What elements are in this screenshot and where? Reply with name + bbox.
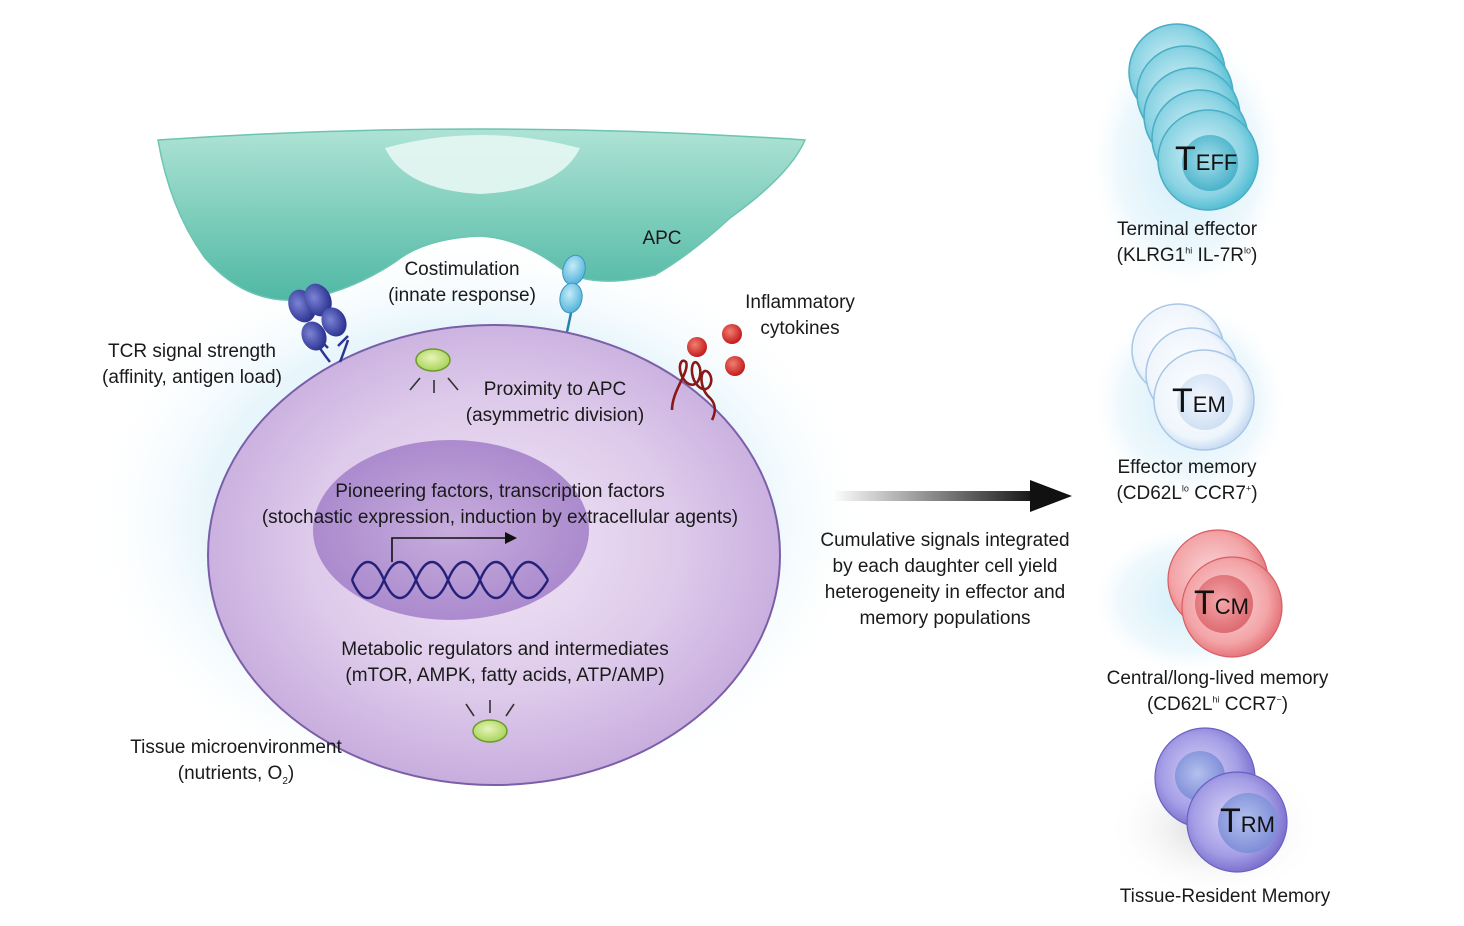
cytokines-title: Inflammatory [745, 292, 855, 313]
tem-name: Effector memory (CD62Llo CCR7+) [1062, 455, 1312, 507]
proximity-signal-icon [409, 348, 459, 393]
outcome-line-2: by each daughter cell yield [832, 556, 1058, 577]
trm-cells [1105, 727, 1325, 900]
teff-markers: (KLRG1hi IL-7Rlo) [1116, 245, 1258, 266]
tcm-cells [1090, 525, 1290, 675]
transcription-title: Pioneering factors, transcription factor… [335, 481, 665, 502]
apc-label: APC [642, 228, 682, 249]
tcm-name: Central/long-lived memory (CD62Lhi CCR7−… [1080, 666, 1355, 718]
teff-cells [1088, 23, 1288, 293]
metabolic-detail: (mTOR, AMPK, fatty acids, ATP/AMP) [345, 665, 665, 686]
tem-title: Effector memory [1117, 457, 1257, 478]
teff-name: Terminal effector (KLRG1hi IL-7Rlo) [1062, 217, 1312, 269]
proximity-label: Proximity to APC (asymmetric division) [440, 377, 670, 429]
tem-markers: (CD62Llo CCR7+) [1116, 483, 1258, 504]
tcr-label: TCR signal strength (affinity, antigen l… [72, 339, 312, 391]
tem-cell-label: TEM [1172, 382, 1226, 420]
proximity-title: Proximity to APC [483, 379, 627, 400]
costimulation-label: Costimulation (innate response) [352, 257, 572, 309]
trm-cell-label: TRM [1220, 802, 1275, 840]
cytokines-detail: cytokines [760, 318, 840, 339]
tcr-detail: (affinity, antigen load) [102, 367, 282, 388]
transcription-label: Pioneering factors, transcription factor… [210, 479, 790, 531]
proximity-detail: (asymmetric division) [465, 405, 645, 426]
outcome-line-1: Cumulative signals integrated [820, 530, 1070, 551]
trm-name: Tissue-Resident Memory [1090, 884, 1360, 910]
costimulation-detail: (innate response) [388, 285, 536, 306]
apc-cell [157, 128, 807, 302]
tissue-detail: (nutrients, O2) [177, 763, 295, 787]
integration-arrow [832, 480, 1072, 512]
teff-cell-label: TEFF [1175, 140, 1238, 178]
tissue-title: Tissue microenvironment [130, 737, 342, 758]
cytokine-icon [670, 324, 745, 421]
metabolic-label: Metabolic regulators and intermediates (… [300, 637, 710, 689]
tem-cells [1090, 300, 1290, 505]
transcription-detail: (stochastic expression, induction by ext… [261, 507, 739, 528]
costimulation-title: Costimulation [404, 259, 520, 280]
tcm-cell-label: TCM [1194, 584, 1249, 622]
tcm-markers: (CD62Lhi CCR7−) [1146, 694, 1289, 715]
metabolic-signal-icon [465, 700, 515, 743]
outcome-text: Cumulative signals integrated by each da… [790, 528, 1100, 632]
cytokines-label: Inflammatory cytokines [725, 290, 875, 342]
teff-title: Terminal effector [1116, 219, 1258, 240]
tcr-title: TCR signal strength [108, 341, 276, 362]
outcome-line-4: memory populations [859, 608, 1031, 629]
costimulation-receptor-icon [559, 254, 586, 333]
tcm-title: Central/long-lived memory [1106, 668, 1329, 689]
transcription-arrow [391, 532, 517, 562]
tissue-label: Tissue microenvironment (nutrients, O2) [96, 735, 376, 787]
dna-helix [350, 560, 550, 600]
outcome-line-3: heterogeneity in effector and [824, 582, 1066, 603]
metabolic-title: Metabolic regulators and intermediates [341, 639, 669, 660]
trm-title: Tissue-Resident Memory [1119, 886, 1331, 907]
tcr-receptor-icon [288, 283, 350, 363]
